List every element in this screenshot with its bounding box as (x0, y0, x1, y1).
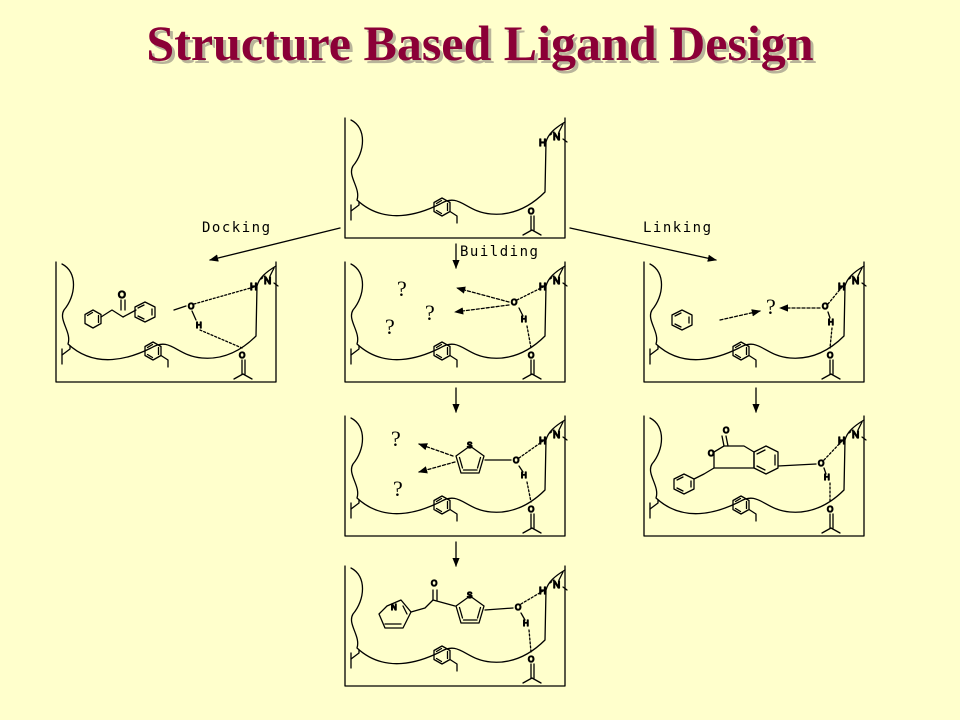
svg-text:H: H (196, 321, 202, 330)
label-linking: Linking (643, 220, 713, 236)
svg-text:N: N (852, 430, 859, 441)
svg-text:N: N (852, 276, 859, 287)
svg-text:O: O (431, 579, 437, 588)
svg-text:?: ? (391, 426, 401, 451)
label-building: Building (460, 244, 539, 260)
svg-text:O: O (511, 298, 517, 307)
svg-text:O: O (513, 456, 519, 465)
atom-N-top: N (553, 132, 560, 143)
svg-text:H: H (521, 315, 527, 324)
svg-text:H: H (828, 318, 834, 327)
svg-text:?: ? (385, 314, 395, 339)
panel-building-3: H N O N O S O H (345, 566, 568, 686)
svg-text:H: H (521, 471, 527, 480)
svg-text:N: N (553, 430, 560, 441)
panel-binding-site: H N O (345, 118, 568, 238)
svg-text:?: ? (393, 476, 403, 501)
arrow-docking (209, 227, 341, 262)
svg-text:O: O (827, 351, 833, 360)
svg-text:O: O (528, 351, 534, 360)
svg-text:O: O (827, 505, 833, 514)
svg-text:O: O (118, 290, 126, 301)
svg-text:O: O (188, 302, 194, 311)
svg-text:O: O (708, 449, 714, 458)
panel-linking-1: H N O O H ? (644, 262, 867, 382)
label-docking: Docking (202, 220, 272, 236)
panel-linking-2: H N O O O O H (644, 416, 867, 536)
panel-building-1: H N O O H ? ? ? (345, 262, 568, 382)
slide-title: Structure Based Ligand Design (146, 15, 814, 71)
svg-text:O: O (515, 603, 521, 612)
svg-text:O: O (239, 351, 245, 360)
svg-text:N: N (391, 603, 397, 612)
svg-text:N: N (264, 276, 271, 287)
svg-text:H: H (824, 473, 830, 482)
svg-text:O: O (822, 302, 828, 311)
svg-text:?: ? (397, 276, 407, 301)
svg-text:N: N (553, 276, 560, 287)
svg-text:H: H (523, 619, 529, 628)
svg-text:?: ? (425, 300, 435, 325)
panel-building-2: H N O S O H ? ? (345, 416, 568, 536)
svg-text:O: O (528, 505, 534, 514)
svg-text:S: S (467, 591, 472, 600)
atom-O-bottom: O (528, 207, 534, 216)
atom-H-top: H (539, 138, 546, 149)
svg-text:O: O (723, 426, 729, 435)
arrow-linking (569, 227, 717, 262)
svg-text:O: O (528, 655, 534, 664)
panel-docking-result: H N O O O H (56, 262, 279, 382)
svg-text:?: ? (766, 294, 776, 319)
svg-text:S: S (467, 441, 472, 450)
svg-text:O: O (818, 459, 824, 468)
svg-text:N: N (553, 580, 560, 591)
